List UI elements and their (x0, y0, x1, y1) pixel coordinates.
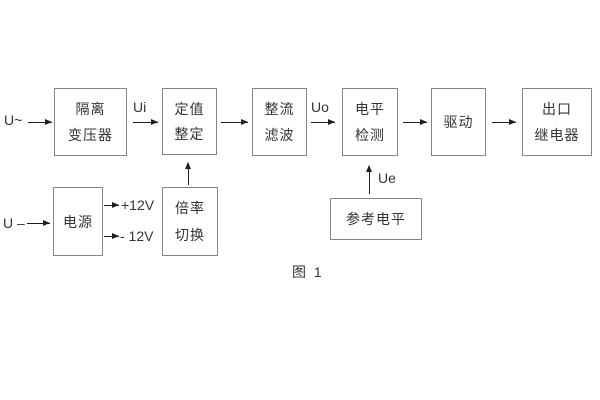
block-label: 出口 (542, 101, 572, 117)
block-setpoint-adjust: 定值 整定 (162, 88, 217, 155)
block-label: 倍率 (175, 200, 205, 217)
arrow-minus-12v (104, 232, 119, 239)
block-label: 电平 (355, 101, 385, 117)
block-label: 电源 (63, 213, 93, 230)
signal-label-plus-12v: +12V (121, 197, 155, 213)
block-drive: 驱动 (431, 88, 486, 156)
block-label: 隔离 (75, 101, 106, 117)
block-label: 继电器 (534, 127, 580, 143)
arrow-ac-input (28, 118, 52, 125)
block-label: 滤波 (264, 127, 295, 143)
figure-caption: 图 1 (292, 264, 324, 280)
block-rectify-filter: 整流 滤波 (252, 88, 307, 156)
arrow-ue (365, 165, 372, 194)
arrow-multiplier-to-setpoint (184, 162, 191, 185)
signal-label-dc-input: U – (3, 215, 25, 231)
signal-label-ui: Ui (133, 99, 147, 115)
block-label: 检测 (355, 127, 385, 143)
block-multiplier-switch: 倍率 切换 (162, 187, 218, 256)
arrow-ui (133, 118, 158, 125)
block-label: 变压器 (68, 127, 113, 143)
block-label: 切换 (175, 226, 205, 243)
block-power-supply: 电源 (53, 187, 103, 256)
arrow-detect-to-drive (403, 118, 427, 125)
signal-label-ac-input: U~ (4, 112, 23, 128)
block-label: 整定 (174, 126, 205, 143)
block-reference-level: 参考电平 (330, 198, 422, 240)
block-label: 定值 (174, 100, 205, 117)
arrow-uo (311, 118, 335, 125)
block-label: 整流 (264, 101, 295, 117)
arrow-plus-12v (104, 201, 119, 208)
block-output-relay: 出口 继电器 (522, 88, 592, 156)
block-level-detect: 电平 检测 (342, 88, 398, 156)
block-label: 驱动 (443, 114, 474, 130)
block-label: 参考电平 (346, 211, 406, 227)
arrow-setpoint-to-rectify (221, 118, 248, 125)
arrow-dc-input (27, 219, 50, 226)
signal-label-minus-12v: - 12V (120, 228, 154, 244)
block-isolation-transformer: 隔离 变压器 (54, 88, 127, 156)
signal-label-uo: Uo (311, 99, 329, 115)
arrow-drive-to-relay (492, 118, 516, 125)
signal-label-ue: Ue (378, 170, 396, 186)
